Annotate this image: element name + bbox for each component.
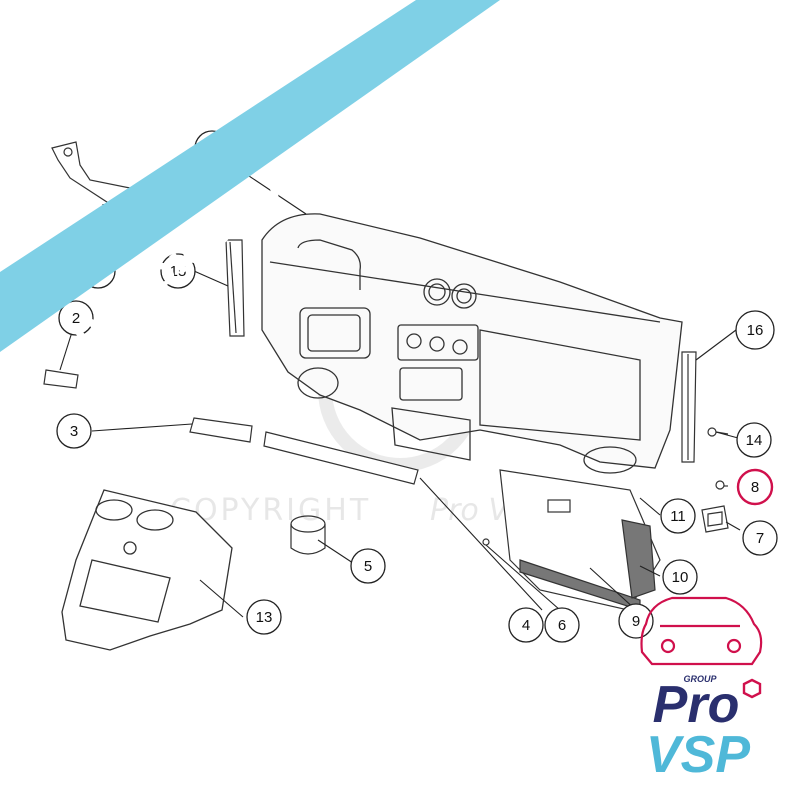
console-13-illustration	[61, 489, 233, 651]
callout-2: 2	[58, 300, 94, 336]
callout-4: 4	[508, 607, 544, 643]
screw-6-illustration	[482, 538, 490, 546]
provsp-logo: GROUP Pro VSP	[640, 596, 763, 784]
svg-text:15: 15	[170, 263, 187, 280]
logo-group-tag: GROUP	[683, 674, 717, 684]
svg-text:5: 5	[364, 558, 372, 575]
callout-10: 10	[662, 559, 698, 595]
svg-text:10: 10	[672, 569, 689, 586]
strip-16-illustration	[681, 351, 697, 463]
car-outline-icon	[640, 596, 763, 666]
logo-pro-text: Pro	[653, 676, 740, 734]
callout-9: 9	[618, 603, 654, 639]
callout-8-highlighted: 8	[736, 468, 774, 506]
callout-14: 14	[736, 422, 772, 458]
svg-text:16: 16	[747, 322, 764, 339]
callout-7: 7	[742, 520, 778, 556]
callout-6: 6	[544, 607, 580, 643]
svg-text:14: 14	[746, 432, 763, 449]
nut-8-illustration	[715, 480, 725, 490]
dashboard-illustration	[261, 213, 683, 474]
logo-vsp-text: VSP	[646, 726, 750, 784]
callout-13: 13	[246, 599, 282, 635]
glovebox-illustration	[499, 469, 661, 611]
strip-15-illustration	[225, 239, 245, 337]
svg-text:6: 6	[558, 617, 566, 634]
callout-5: 5	[350, 548, 386, 584]
svg-text:4: 4	[522, 617, 530, 634]
svg-text:13: 13	[256, 609, 273, 626]
svg-text:3: 3	[70, 423, 78, 440]
callout-11: 11	[660, 498, 696, 534]
svg-text:11: 11	[670, 508, 686, 525]
callout-3: 3	[56, 413, 92, 449]
hexagon-icon	[742, 678, 762, 699]
svg-text:2: 2	[72, 310, 80, 327]
svg-text:7: 7	[756, 530, 764, 547]
clip-7-illustration	[701, 505, 729, 533]
cup-5-illustration	[290, 515, 326, 555]
label-2-illustration	[43, 369, 79, 389]
svg-text:9: 9	[632, 613, 640, 630]
callout-16: 16	[735, 310, 775, 350]
svg-text:8: 8	[751, 479, 759, 496]
callout-15: 15	[160, 253, 196, 289]
rods-illustration	[189, 417, 419, 485]
